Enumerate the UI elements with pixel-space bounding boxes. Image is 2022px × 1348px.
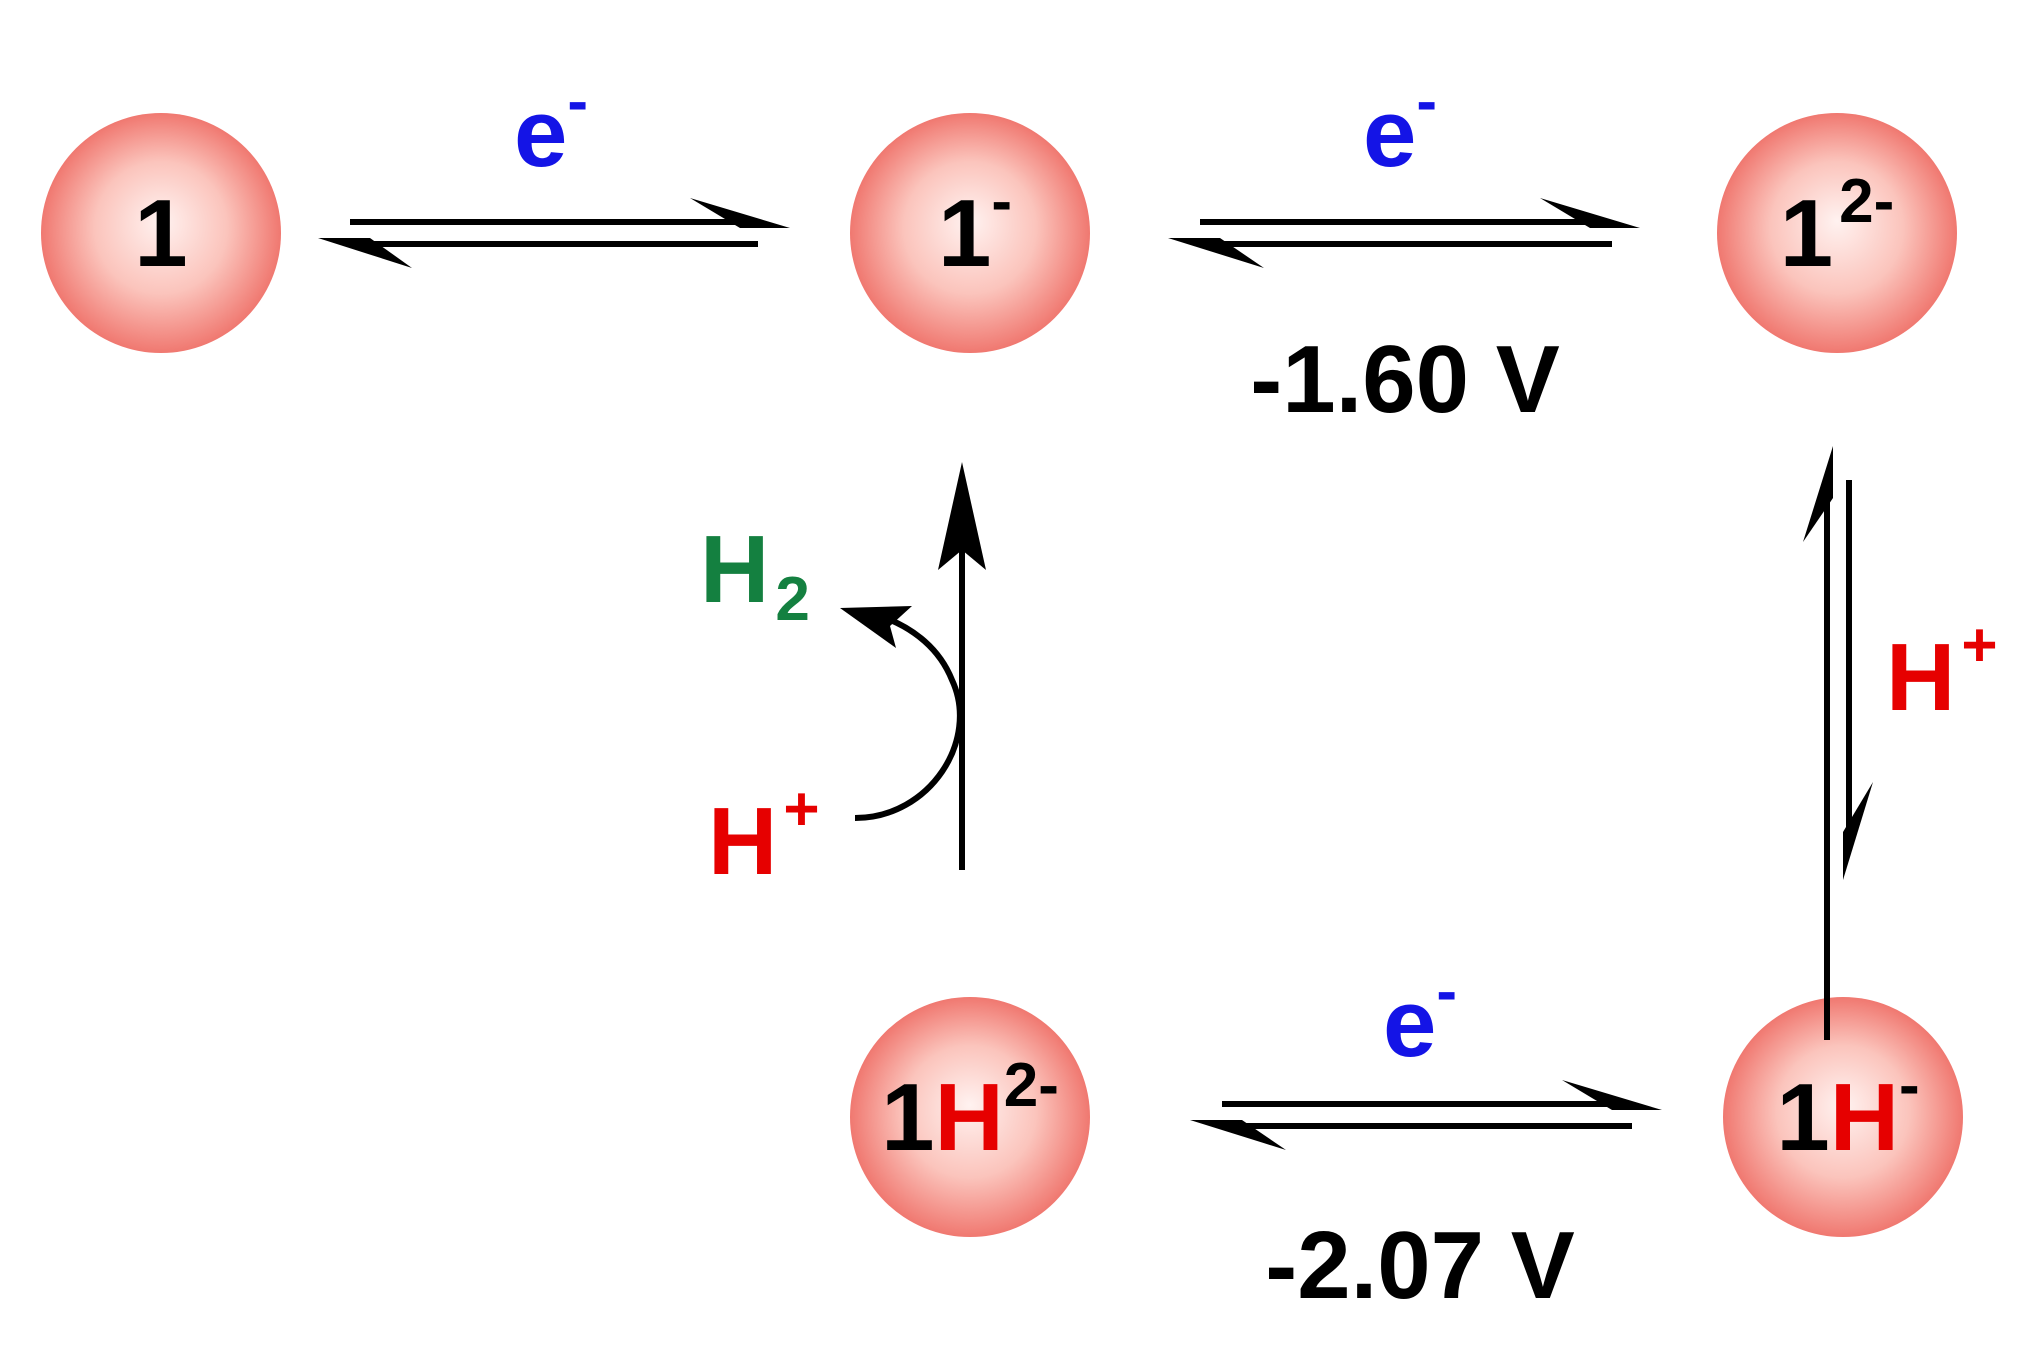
svg-text:1H2-: 1H2-: [881, 1051, 1059, 1171]
equilibrium-arrow-step2: [1168, 198, 1640, 268]
species-number: 1: [938, 180, 991, 287]
svg-text:1: 1: [134, 180, 187, 287]
equilibrium-arrow-step1: [318, 198, 790, 268]
sphere: [850, 997, 1090, 1237]
sphere: [850, 113, 1090, 353]
charge-superscript: -: [991, 167, 1012, 236]
equilibrium-arrow-step3: [1803, 446, 1873, 1040]
species-1-dianion: 12-: [1717, 113, 1957, 353]
equilibrium-arrow-step4: [1190, 1080, 1662, 1150]
potential-label-step2: -1.60 V: [1250, 326, 1560, 433]
species-1: 1: [41, 113, 281, 353]
svg-text:1-: 1-: [938, 167, 1012, 287]
sphere: [1717, 113, 1957, 353]
electron-label-step1: e-: [514, 67, 588, 187]
charge-superscript: -: [1899, 1051, 1920, 1120]
hydride-letter: H: [934, 1064, 1003, 1171]
svg-text:12-: 12-: [1780, 167, 1895, 287]
proton-label-step3: H+: [1886, 611, 1998, 731]
species-number: 1: [1776, 1064, 1829, 1171]
species-number: 1: [1780, 180, 1833, 287]
species-1H-dianion: 1H2-: [850, 997, 1090, 1237]
svg-text:1H-: 1H-: [1776, 1051, 1919, 1171]
curved-arrow-step5: [840, 606, 963, 821]
charge-superscript: 2-: [1839, 167, 1894, 236]
sphere: [41, 113, 281, 353]
proton-reactant-label: H+: [708, 775, 820, 895]
reaction-arrow-step5: [938, 462, 986, 870]
species-1-anion: 1-: [850, 113, 1090, 353]
sphere: [1723, 997, 1963, 1237]
hydride-letter: H: [1830, 1064, 1899, 1171]
potential-label-step4: -2.07 V: [1265, 1212, 1575, 1319]
species-number: 1: [134, 180, 187, 287]
charge-superscript: 2-: [1004, 1051, 1059, 1120]
hydrogen-product-label: H2: [700, 516, 810, 634]
species-number: 1: [881, 1064, 934, 1171]
electron-label-step2: e-: [1363, 67, 1437, 187]
species-1H-anion: 1H-: [1723, 997, 1963, 1237]
electron-label-step4: e-: [1383, 957, 1457, 1077]
